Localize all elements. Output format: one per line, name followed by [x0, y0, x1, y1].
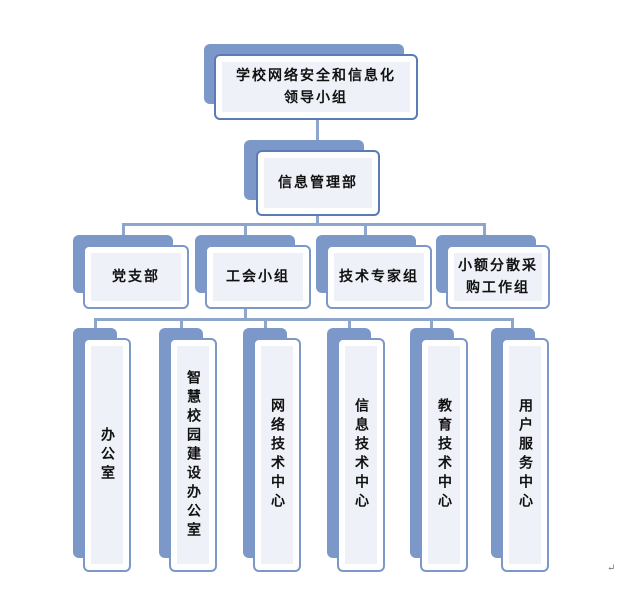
office-label: 办公室 — [99, 426, 115, 484]
info-tech-center-label: 信息技术中心 — [353, 398, 369, 512]
root-label-line1: 学校网络安全和信息化 — [236, 68, 396, 84]
network-tech-center-label: 网络技术中心 — [269, 398, 285, 512]
connector-l3-drop-6 — [511, 318, 514, 328]
connector-l1-stem — [316, 213, 319, 225]
procurement-group-label-line2: 购工作组 — [466, 280, 530, 296]
connector-l2-drop-2 — [244, 223, 247, 235]
party-branch-label: 党支部 — [112, 269, 160, 285]
union-group-label: 工会小组 — [226, 269, 290, 285]
connector-l3-drop-2 — [180, 318, 183, 328]
connector-l3-drop-4 — [348, 318, 351, 328]
user-service-center-label: 用户服务中心 — [517, 398, 533, 512]
root-label-line2: 领导小组 — [284, 90, 348, 106]
connector-l2-drop-4 — [483, 223, 486, 235]
connector-l3-bus — [94, 318, 514, 321]
procurement-group-label-line1: 小额分散采 — [458, 258, 538, 274]
connector-l3-drop-3 — [264, 318, 267, 328]
connector-l2-bus — [122, 223, 486, 226]
connector-l2-drop-1 — [122, 223, 125, 235]
connector-l2-drop-3 — [364, 223, 367, 235]
info-management-label: 信息管理部 — [278, 175, 358, 191]
tech-expert-group-label: 技术专家组 — [339, 269, 419, 285]
edu-tech-center-label: 教育技术中心 — [436, 398, 452, 512]
connector-l3-drop-5 — [430, 318, 433, 328]
smart-campus-office-label: 智慧校园建设办公室 — [185, 369, 201, 541]
connector-root-to-l1 — [316, 118, 319, 142]
connector-l3-drop-1 — [94, 318, 97, 328]
paragraph-mark-icon: ↵ — [607, 563, 616, 574]
connector-l2-stem — [244, 308, 247, 320]
